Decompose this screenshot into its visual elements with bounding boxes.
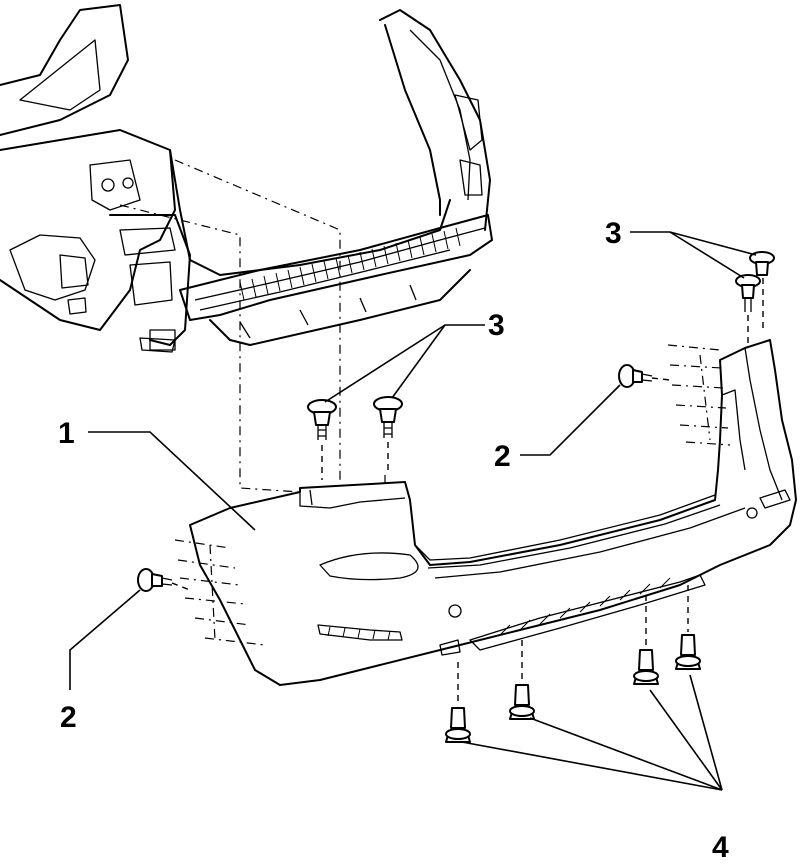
clip-right-lower-icon	[735, 274, 761, 312]
fastener-4-icon	[675, 634, 701, 670]
bumper-cover	[174, 339, 797, 686]
fastener-1-icon	[445, 707, 471, 743]
clip-center-right-icon	[373, 396, 403, 438]
hatch-left	[174, 539, 266, 646]
fastener-2-icon	[509, 684, 535, 720]
striker-plate-ribs	[239, 227, 461, 301]
callout-3-center-label: 3	[488, 309, 505, 342]
callout-2-left-label: 2	[60, 701, 77, 734]
screw-left-icon	[137, 568, 191, 592]
callout-1-label: 1	[58, 417, 75, 450]
alignment-lines	[119, 159, 386, 493]
callout-2-right-label: 2	[494, 440, 511, 473]
screw-right-icon	[618, 364, 671, 388]
hatch-right	[667, 344, 731, 446]
right-clips	[735, 251, 775, 345]
clip-center-left-icon	[307, 399, 337, 440]
vehicle-rear-body	[0, 4, 493, 353]
leader-lines	[69, 231, 757, 791]
fastener-3-icon	[633, 649, 659, 685]
center-clips	[307, 396, 403, 480]
clip-right-upper-icon	[749, 251, 775, 276]
callout-4-label: 4	[712, 831, 729, 864]
callout-3-right-label: 3	[605, 217, 622, 250]
